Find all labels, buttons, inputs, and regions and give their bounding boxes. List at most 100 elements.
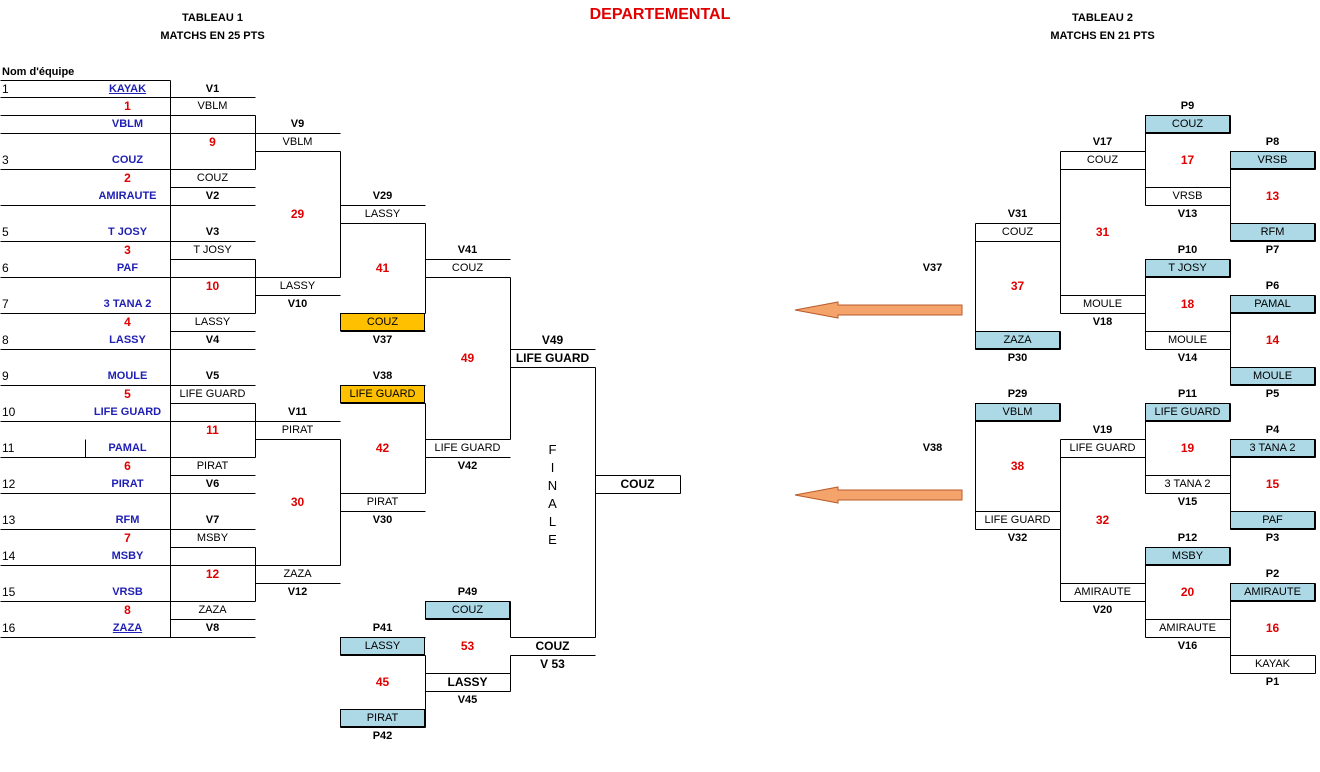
seed-team: MOULE <box>107 369 148 382</box>
match-code: V5 <box>205 369 220 382</box>
right-m15: 15 <box>1265 477 1280 491</box>
right-p29: P29 <box>1007 387 1028 400</box>
petite-team: PIRAT <box>340 709 425 727</box>
seed-number: 13 <box>2 513 16 527</box>
r2-winner: PIRAT <box>281 423 314 436</box>
tableau1-title: TABLEAU 1 <box>182 11 243 24</box>
right-p30: P30 <box>1007 351 1028 364</box>
match-number: 3 <box>124 243 131 257</box>
right-v31-team: COUZ <box>1001 225 1034 238</box>
seed-number: 8 <box>2 333 9 347</box>
match-code: V4 <box>205 333 220 346</box>
match-number: 30 <box>290 495 305 509</box>
right-v19: V19 <box>1092 423 1113 436</box>
right-m16: 16 <box>1265 621 1280 635</box>
finale-letter: E <box>548 531 557 547</box>
seed-number: 5 <box>2 225 9 239</box>
right-p10-team: T JOSY <box>1145 259 1230 277</box>
right-p9: P9 <box>1180 99 1195 112</box>
r4-semifinalist: LIFE GUARD <box>340 385 425 403</box>
right-m13: 13 <box>1265 189 1280 203</box>
finale-letter: L <box>548 513 557 529</box>
r1-winner: VBLM <box>197 99 228 112</box>
right-m18: 18 <box>1180 297 1195 311</box>
match-number: 6 <box>124 459 131 473</box>
seed-number: 11 <box>2 441 15 455</box>
right-p1-team: KAYAK <box>1254 657 1291 670</box>
match-number: 4 <box>124 315 131 329</box>
seed-number: 9 <box>2 369 9 383</box>
match-number: 2 <box>124 171 131 185</box>
tableau2-title: TABLEAU 2 <box>1072 11 1133 24</box>
match-code: V38 <box>922 441 943 454</box>
right-m20: 20 <box>1180 585 1195 599</box>
finale-letter: I <box>550 459 555 475</box>
match-code: V2 <box>205 189 220 202</box>
finale-letter: N <box>547 477 558 493</box>
right-p5-team: MOULE <box>1230 367 1315 385</box>
seed-number: 15 <box>2 585 16 599</box>
right-p8-team: VRSB <box>1230 151 1315 169</box>
right-p6-team: PAMAL <box>1230 295 1315 313</box>
seed-team: LASSY <box>109 333 146 346</box>
seed-number: 7 <box>2 297 9 311</box>
match-number: 11 <box>206 423 219 437</box>
seed-number: 3 <box>2 153 9 167</box>
finale-letter: A <box>548 495 557 511</box>
right-p12: P12 <box>1177 531 1198 544</box>
seed-team: VRSB <box>112 585 143 598</box>
finale-letter: F <box>548 441 557 457</box>
match-number: 9 <box>209 135 216 149</box>
match-code: V9 <box>290 117 305 130</box>
tableau1-subtitle: MATCHS EN 25 PTS <box>160 29 265 42</box>
right-v18: V18 <box>1092 315 1113 328</box>
seed-number: 16 <box>2 621 16 635</box>
seed-number: 12 <box>2 477 16 491</box>
r1-winner: LIFE GUARD <box>179 387 246 400</box>
match-number: 45 <box>375 675 390 689</box>
seed-team: ZAZA <box>112 621 143 634</box>
tableau2-subtitle: MATCHS EN 21 PTS <box>1050 29 1155 42</box>
right-m17: 17 <box>1180 153 1195 167</box>
right-p4: P4 <box>1265 423 1280 436</box>
arrow-v38-icon <box>794 486 963 504</box>
petite-winner: LASSY <box>447 675 488 689</box>
right-p6: P6 <box>1265 279 1280 292</box>
match-code: V8 <box>205 621 220 634</box>
r4-semifinalist: COUZ <box>340 313 425 331</box>
page-title: DEPARTEMENTAL <box>589 6 731 23</box>
right-p3: P3 <box>1265 531 1280 544</box>
seed-team: 3 TANA 2 <box>103 297 152 310</box>
right-p11: P11 <box>1178 387 1197 400</box>
right-p1: P1 <box>1265 675 1280 688</box>
r2-winner: ZAZA <box>283 567 312 580</box>
right-v14: V14 <box>1177 351 1198 364</box>
match-code: V41 <box>457 243 478 256</box>
match-number: 49 <box>460 351 475 365</box>
r3-winner: PIRAT <box>366 495 399 508</box>
seed-number: 10 <box>2 405 16 419</box>
right-v16: V16 <box>1177 639 1198 652</box>
seed-team: MSBY <box>111 549 144 562</box>
seed-number <box>0 187 30 205</box>
arrow-v37-icon <box>794 301 963 319</box>
right-v15: V15 <box>1177 495 1198 508</box>
match-code: V45 <box>457 693 478 706</box>
match-code: V6 <box>205 477 220 490</box>
right-p12-team: MSBY <box>1145 547 1230 565</box>
match-code: V37 <box>922 261 943 274</box>
r4-winner: LIFE GUARD <box>434 441 501 454</box>
right-m38: 38 <box>1010 459 1025 473</box>
seed-team: PAF <box>116 261 139 274</box>
right-m19: 19 <box>1180 441 1195 455</box>
right-v32: V32 <box>1007 531 1028 544</box>
petite-winner: COUZ <box>535 639 570 653</box>
seed-number: 14 <box>2 549 16 563</box>
seed-team: COUZ <box>111 153 144 166</box>
match-code: V1 <box>205 82 220 95</box>
match-code: V42 <box>457 459 478 472</box>
match-number: 8 <box>124 603 131 617</box>
right-v16-team: AMIRAUTE <box>1159 621 1216 634</box>
right-p10: P10 <box>1177 243 1198 256</box>
